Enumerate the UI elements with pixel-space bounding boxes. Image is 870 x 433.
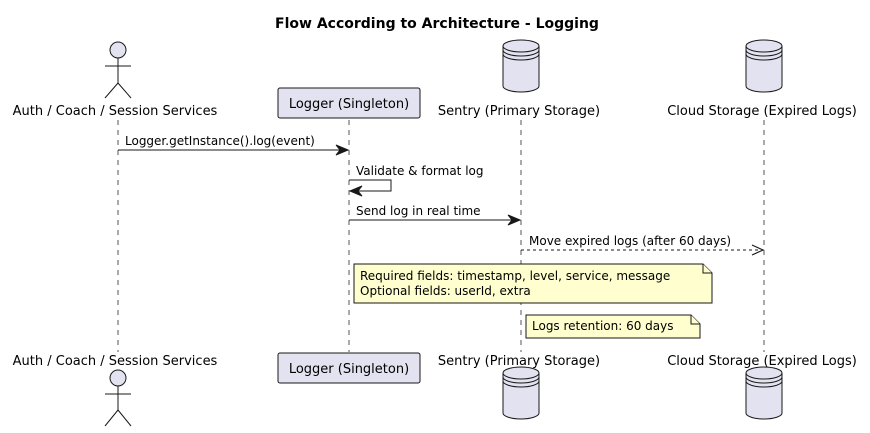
participant-label-cloud-bottom: Cloud Storage (Expired Logs) xyxy=(667,354,857,369)
message-self-validate: Validate & format log xyxy=(348,164,484,197)
note-required-fields: Required fields: timestamp, level, servi… xyxy=(353,263,713,304)
message-label: Validate & format log xyxy=(356,164,484,178)
note-retention: Logs retention: 60 days xyxy=(525,314,701,339)
database-icon-cloud-bottom xyxy=(745,366,783,420)
database-icon-sentry-top xyxy=(502,39,540,93)
participant-label-sentry-bottom: Sentry (Primary Storage) xyxy=(438,354,600,369)
participant-label-logger-top: Logger (Singleton) xyxy=(289,97,409,112)
diagram-title: Flow According to Architecture - Logging xyxy=(275,16,599,32)
participant-label-auth-bottom: Auth / Coach / Session Services xyxy=(13,354,218,369)
message-label: Move expired logs (after 60 days) xyxy=(529,234,731,248)
message-send-log: Send log in real time xyxy=(349,204,522,226)
message-move-expired: Move expired logs (after 60 days) xyxy=(521,234,765,256)
participant-box-logger-bottom xyxy=(277,352,421,384)
participant-box-logger-top xyxy=(277,87,421,119)
actor-head-icon xyxy=(109,41,127,59)
participant-label-logger-bottom: Logger (Singleton) xyxy=(289,362,409,377)
note-line: Required fields: timestamp, level, servi… xyxy=(360,269,670,283)
message-label: Logger.getInstance().log(event) xyxy=(125,134,315,148)
database-icon-cloud-top xyxy=(745,39,783,93)
message-log-event: Logger.getInstance().log(event) xyxy=(118,134,350,156)
actor-auth-top xyxy=(104,41,132,99)
participant-label-auth-top: Auth / Coach / Session Services xyxy=(13,104,218,119)
participant-label-cloud-top: Cloud Storage (Expired Logs) xyxy=(667,104,857,119)
actor-auth-bottom xyxy=(104,369,132,427)
actor-head-icon xyxy=(109,369,127,387)
note-line: Optional fields: userId, extra xyxy=(360,284,531,298)
message-label: Send log in real time xyxy=(356,204,481,218)
note-line: Logs retention: 60 days xyxy=(532,319,674,333)
database-icon-sentry-bottom xyxy=(502,366,540,420)
participant-label-sentry-top: Sentry (Primary Storage) xyxy=(438,104,600,119)
